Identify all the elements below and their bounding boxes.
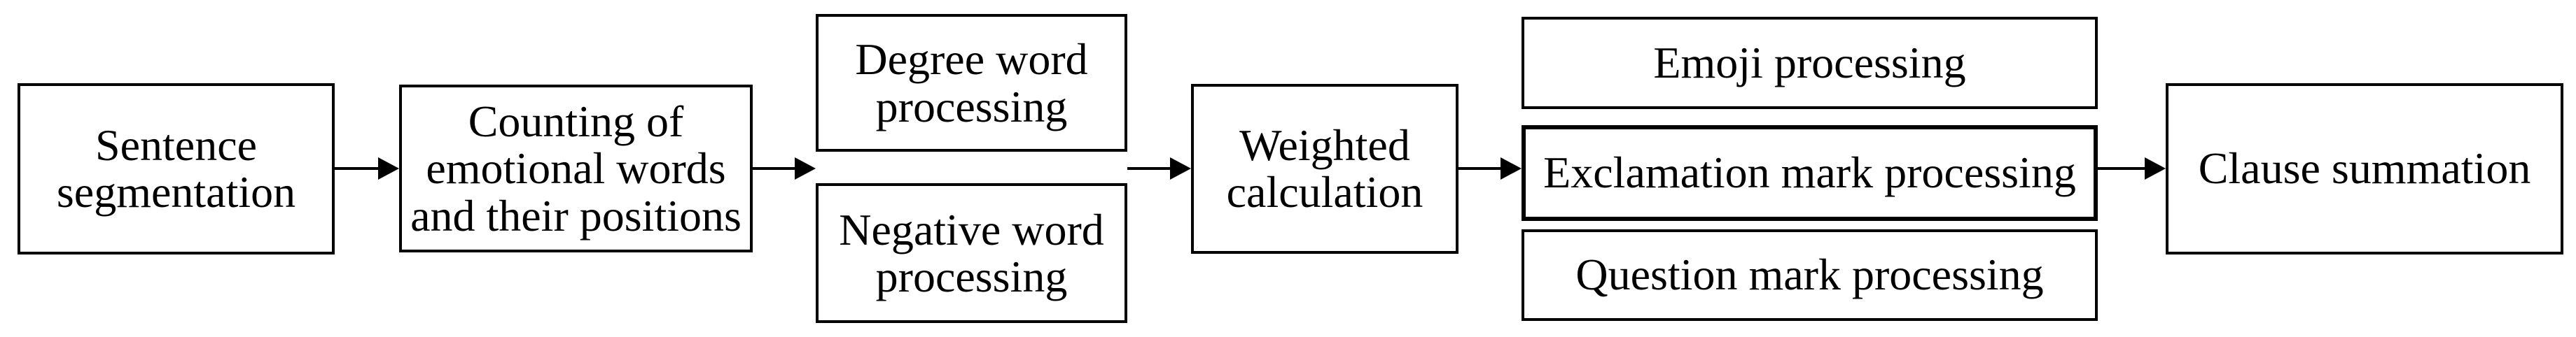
flow-arrow-icon: [335, 157, 399, 180]
node-label-line: calculation: [1226, 167, 1423, 217]
group-word-processing: Degree word processing Negative word pro…: [816, 14, 1127, 323]
node-label-line: Clause summation: [2198, 143, 2531, 194]
node-label-line: Exclamation mark processing: [1543, 148, 2076, 198]
node-question-mark-processing: Question mark processing: [1522, 229, 2098, 321]
node-clause-summation: Clause summation: [2166, 83, 2563, 254]
node-label-line: Negative word: [839, 204, 1104, 254]
arrow-shaft: [2098, 167, 2145, 170]
node-label-line: Degree word: [855, 34, 1088, 85]
arrow-head-icon: [378, 157, 399, 180]
node-counting-emotional-words: Counting of emotional words and their po…: [399, 85, 753, 252]
node-weighted-calculation: Weighted calculation: [1191, 83, 1458, 254]
node-label-line: Emoji processing: [1653, 37, 1966, 87]
flow-arrow-icon: [1458, 157, 1522, 180]
node-negative-word-processing: Negative word processing: [816, 183, 1127, 323]
node-degree-word-processing: Degree word processing: [816, 14, 1127, 152]
arrow-head-icon: [1501, 157, 1522, 180]
node-label-line: emotional words: [426, 143, 726, 194]
node-label-line: Counting of: [468, 96, 684, 147]
arrow-shaft: [335, 167, 378, 170]
arrow-head-icon: [1170, 157, 1191, 180]
node-label-line: Question mark processing: [1575, 250, 2044, 300]
node-label-line: processing: [875, 252, 1068, 301]
node-label-line: and their positions: [410, 190, 742, 241]
arrow-shaft: [1458, 167, 1501, 170]
group-punctuation-processing: Emoji processing Exclamation mark proces…: [1522, 16, 2098, 321]
node-emoji-processing: Emoji processing: [1522, 16, 2098, 109]
arrow-head-icon: [795, 157, 816, 180]
arrow-shaft: [753, 167, 795, 170]
flow-arrow-icon: [753, 157, 816, 180]
node-label-line: Sentence: [95, 120, 257, 170]
node-label-line: Weighted: [1239, 120, 1410, 170]
node-label-line: processing: [875, 81, 1068, 131]
node-exclamation-mark-processing: Exclamation mark processing: [1522, 124, 2098, 221]
node-label-line: segmentation: [56, 167, 296, 217]
flow-arrow-icon: [1127, 157, 1191, 180]
node-sentence-segmentation: Sentence segmentation: [18, 83, 335, 254]
flow-arrow-icon: [2098, 157, 2166, 180]
arrow-head-icon: [2145, 157, 2166, 180]
arrow-shaft: [1127, 167, 1170, 170]
